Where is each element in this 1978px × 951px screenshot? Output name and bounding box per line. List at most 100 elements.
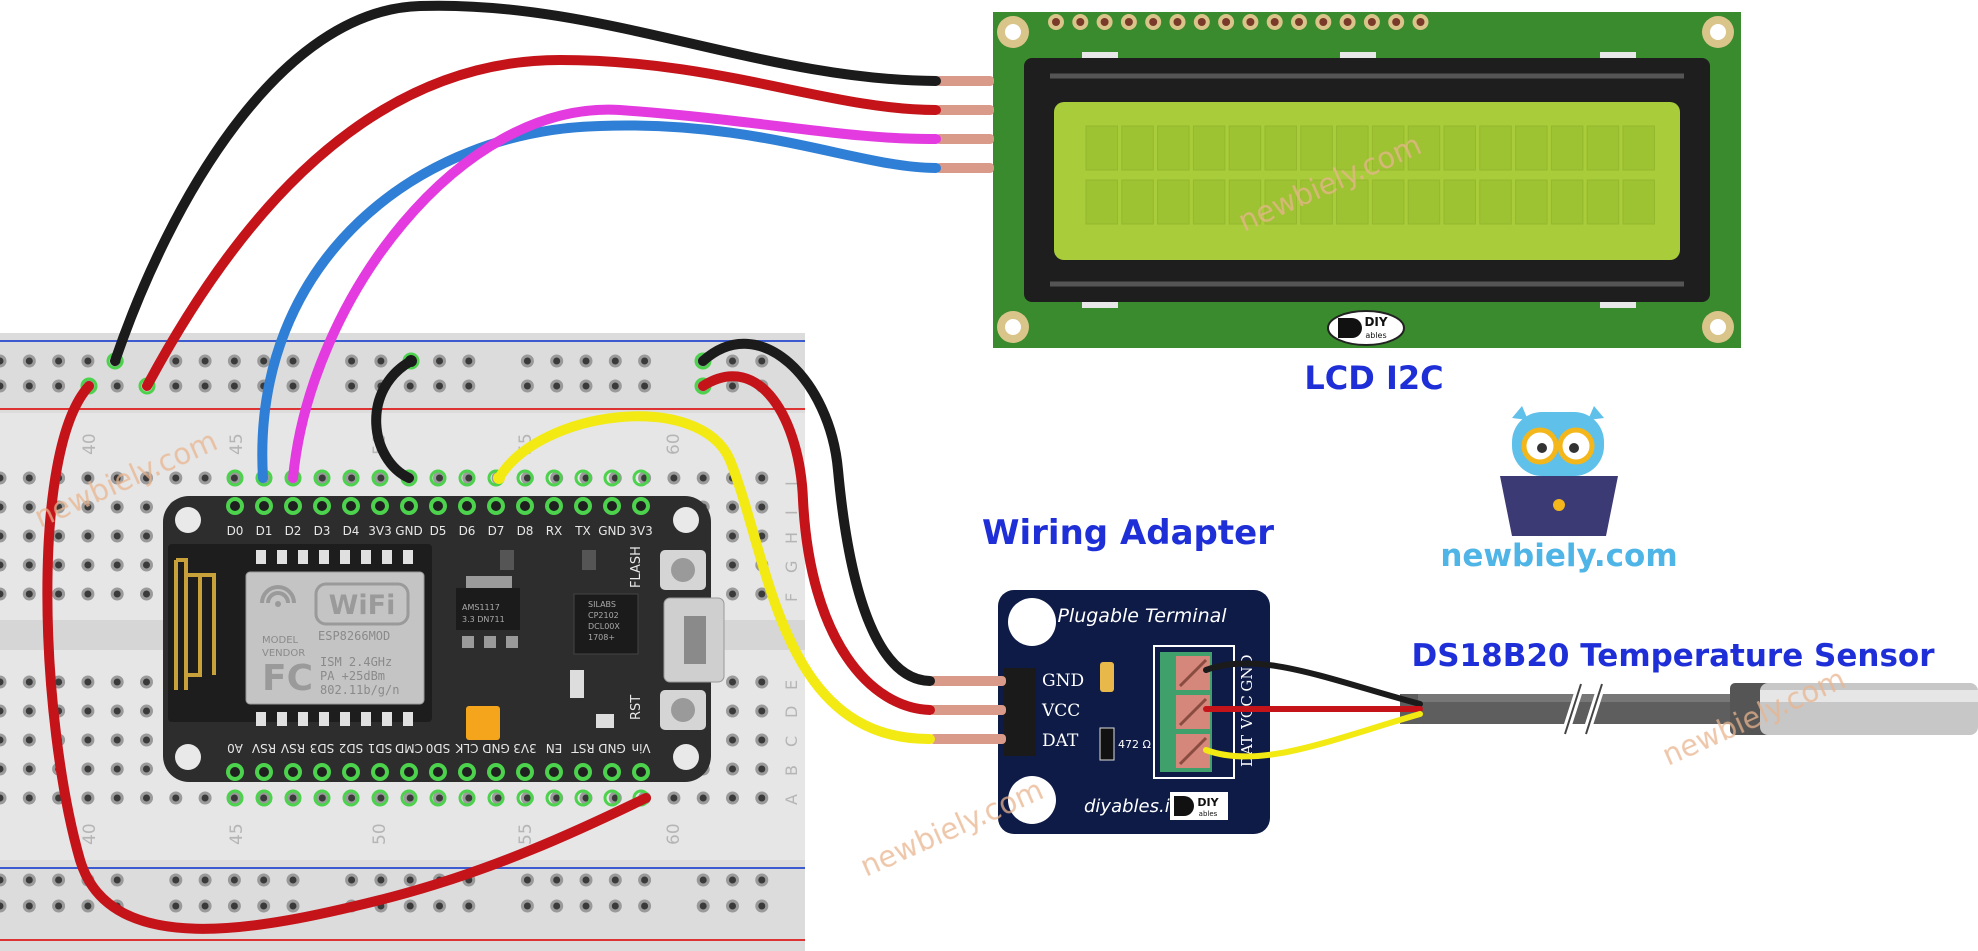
breadboard-hole-inner <box>582 902 590 910</box>
board-pin-hole <box>636 767 646 777</box>
breadboard-hole-inner <box>143 532 150 540</box>
breadboard-hole-inner <box>143 794 150 802</box>
breadboard-hole-inner <box>230 902 238 910</box>
breadboard-hole-inner <box>172 382 180 390</box>
breadboard-hole-inner <box>143 590 150 598</box>
breadboard-hole-inner <box>641 876 649 884</box>
smd-part <box>500 550 514 570</box>
breadboard-hole-active <box>516 789 534 807</box>
wire-blue-lcd-scl <box>257 120 941 483</box>
breadboard-hole-inner <box>143 678 150 686</box>
top-pin-labels: D0 D1 D2 D3 D4 3V3 GND D5 D6 D7 D8 RX TX… <box>227 524 653 538</box>
lcd-cell <box>1586 125 1620 171</box>
board-pin-holes <box>226 497 650 781</box>
board-pin-hole <box>520 767 530 777</box>
module-pad <box>298 550 308 564</box>
board-pin-hole <box>346 501 356 511</box>
breadboard-hole-inner <box>260 902 268 910</box>
breadboard-hole-inner <box>0 474 4 482</box>
diyables-logo-text: DIY <box>1364 315 1387 329</box>
breadboard-hole-active <box>458 469 476 487</box>
smd-part <box>582 550 596 570</box>
breadboard-hole-inner <box>582 876 590 884</box>
lcd-cell <box>1586 179 1620 225</box>
lcd-cell <box>1515 125 1548 171</box>
pin-label: D6 <box>459 524 476 538</box>
regulator-leg <box>462 636 474 648</box>
board-pin-hole <box>433 501 443 511</box>
board-pin-hole <box>578 767 588 777</box>
pin-label: 3V3 <box>629 524 652 538</box>
module-pad <box>277 550 287 564</box>
breadboard-hole-inner <box>201 382 209 390</box>
breadboard-hole-inner <box>758 736 766 744</box>
breadboard-hole-inner <box>25 474 33 482</box>
breadboard-hole-inner <box>172 357 180 365</box>
rst-button-cap <box>671 698 695 722</box>
breadboard-hole-inner <box>260 794 268 802</box>
board-pin-hole <box>230 767 240 777</box>
module-pad <box>256 712 266 726</box>
lcd-pin-gnd <box>936 76 994 86</box>
breadboard-hole-inner <box>230 474 238 482</box>
breadboard-hole-inner <box>553 902 561 910</box>
lcd-header-hole <box>1270 18 1279 26</box>
breadboard-hole-inner <box>729 382 736 390</box>
row-letters: J I H G F E D C B A <box>782 481 801 805</box>
pin-label: Vin <box>632 741 651 755</box>
breadboard-hole-inner <box>230 357 238 365</box>
terminal-label: DAT <box>1238 735 1256 767</box>
pin-label: GND <box>395 524 423 538</box>
breadboard-hole-inner <box>172 902 180 910</box>
breadboard-hole-active <box>516 469 534 487</box>
adapter-logo-mark <box>1174 796 1194 816</box>
breadboard-hole-inner <box>84 474 92 482</box>
breadboard-hole-inner <box>230 876 238 884</box>
wires <box>42 0 1423 934</box>
row-letter: A <box>782 794 801 805</box>
board-pin-hole <box>607 501 617 511</box>
breadboard-hole-inner <box>758 794 766 802</box>
breadboard-hole-inner <box>758 532 766 540</box>
breadboard-hole-active <box>603 789 621 807</box>
breadboard-hole-inner <box>201 474 209 482</box>
breadboard-hole-active <box>458 789 476 807</box>
breadboard-hole-inner <box>230 794 238 802</box>
board-pin-hole <box>288 501 298 511</box>
lcd-cell <box>1121 179 1154 225</box>
breadboard-hole-inner <box>699 902 707 910</box>
breadboard-hole-active <box>255 789 273 807</box>
module-pad <box>382 550 392 564</box>
board-pin-hole <box>462 501 472 511</box>
breadboard-hole-inner <box>143 503 150 511</box>
adapter-led <box>1100 662 1114 692</box>
column-number: 45 <box>227 823 247 845</box>
pin-label: 3V3 <box>513 741 536 755</box>
lcd-cell <box>1443 125 1476 171</box>
wire-black-lcd-gnd <box>110 0 941 366</box>
breadboard-hole-active <box>226 789 244 807</box>
wire-magenta-lcd-sda <box>288 104 941 483</box>
breadboard-hole-inner <box>377 876 385 884</box>
breadboard-hole-inner <box>289 382 297 390</box>
lcd-header-hole <box>1076 18 1085 26</box>
breadboard-hole-inner <box>55 382 63 390</box>
lcd-header-hole <box>1319 18 1328 26</box>
breadboard-hole-inner <box>201 876 209 884</box>
lcd-cell <box>1264 179 1297 225</box>
breadboard-hole-inner <box>0 678 4 686</box>
breadboard-hole-inner <box>289 876 297 884</box>
breadboard-hole-active <box>545 469 563 487</box>
pin-label: EN <box>546 741 563 755</box>
lcd-header-hole <box>1052 18 1060 26</box>
board-pin-hole <box>491 501 501 511</box>
board-pin-hole <box>317 501 327 511</box>
board-pin-hole <box>259 767 269 777</box>
breadboard-hole-inner <box>0 357 4 365</box>
wire-sensor-black <box>1203 660 1423 707</box>
lcd-tab <box>1082 302 1118 308</box>
lcd-cell <box>1228 125 1262 171</box>
pin-label: SD0 <box>426 741 451 755</box>
breadboard-hole-inner <box>318 474 326 482</box>
lcd-i2c-pins <box>936 76 994 173</box>
